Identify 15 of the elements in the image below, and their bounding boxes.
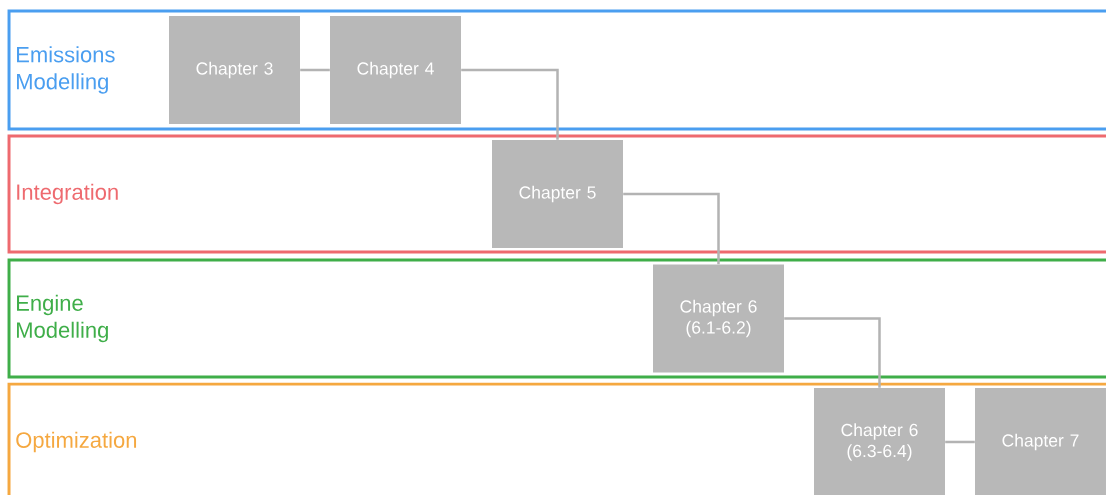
chapter-box: Chapter 3 xyxy=(169,16,300,124)
chapter-box: Chapter 5 xyxy=(492,140,623,248)
connector-line xyxy=(461,68,559,140)
lane-heading: Emissions Modelling xyxy=(17,46,115,94)
connector-line xyxy=(300,68,330,72)
chapter-box: Chapter 6 (6.1-6.2) xyxy=(653,264,784,373)
connector-line xyxy=(784,317,881,388)
lane-heading: Integration xyxy=(17,183,118,205)
lane-heading: Optimization xyxy=(16,431,137,453)
chapter-box: Chapter 4 xyxy=(330,16,461,124)
chapter-box: Chapter 6 (6.3-6.4) xyxy=(814,388,945,495)
chapter-box: Chapter 7 xyxy=(975,388,1106,495)
connector-line xyxy=(945,440,975,444)
connector-line xyxy=(623,192,720,265)
lane-heading: Engine Modelling xyxy=(17,294,108,343)
